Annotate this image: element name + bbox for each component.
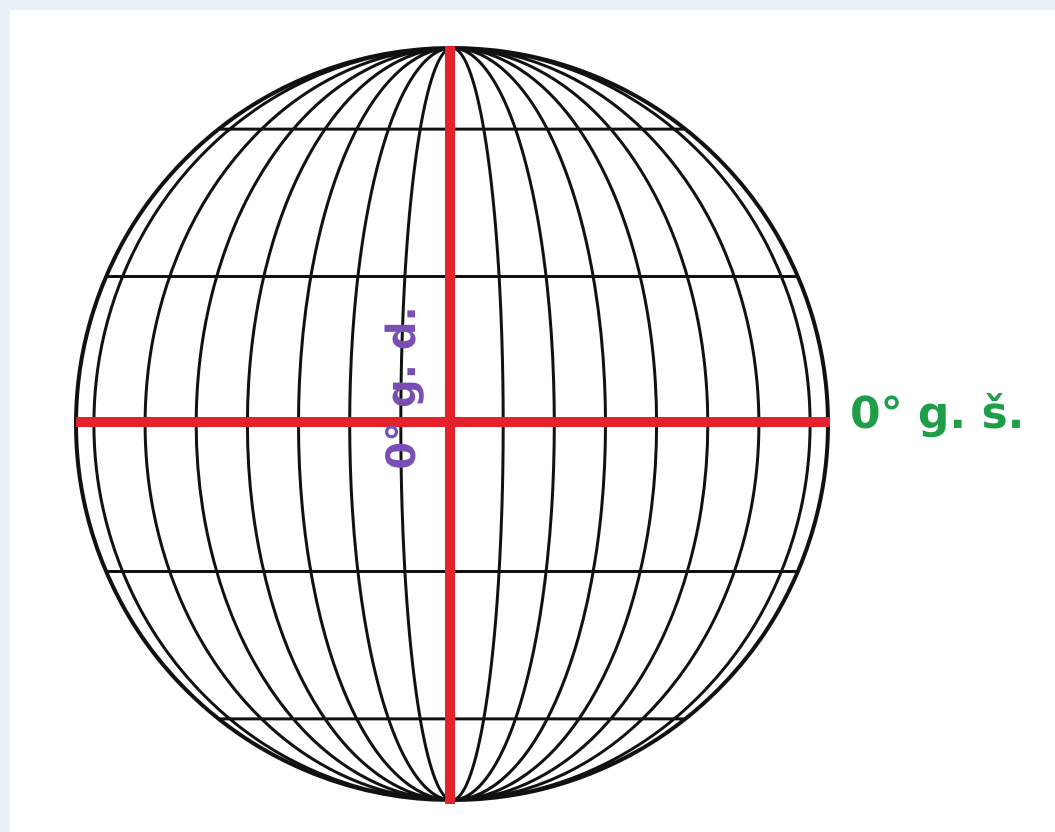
- prime-meridian-label: 0° g. d.: [379, 306, 425, 470]
- equator-label: 0° g. š.: [850, 388, 1025, 439]
